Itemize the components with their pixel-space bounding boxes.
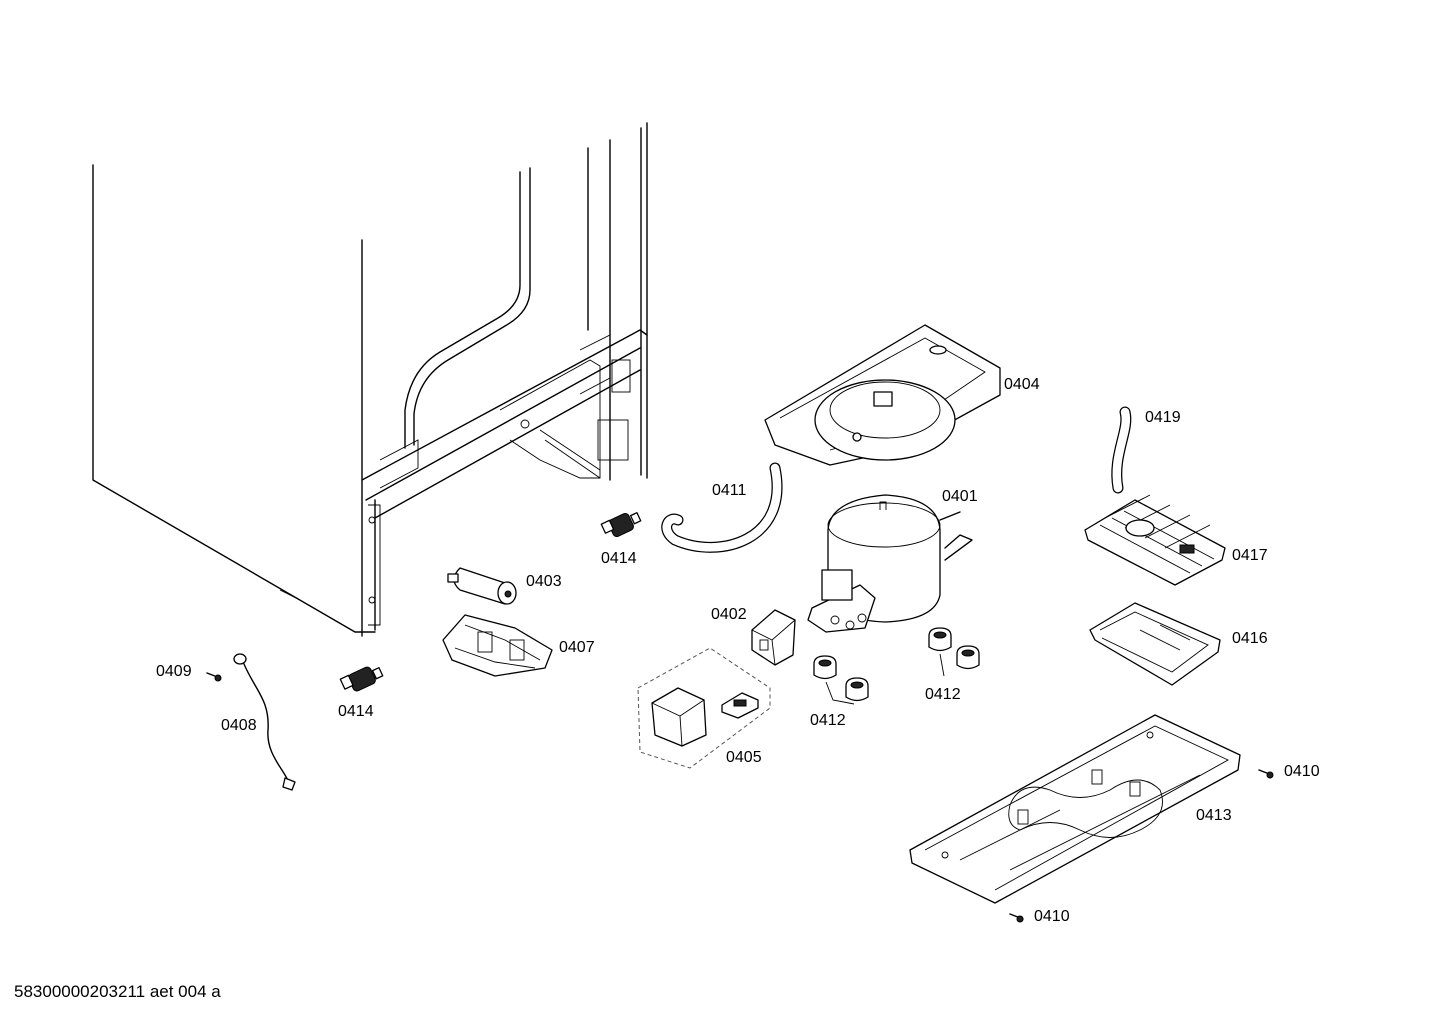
label-0413: 0413 <box>1196 807 1232 824</box>
label-0411: 0411 <box>712 482 747 499</box>
label-0412-right: 0412 <box>925 686 961 703</box>
label-0414-left: 0414 <box>338 703 374 720</box>
relay-cover-set <box>637 647 771 769</box>
screw-0409 <box>206 672 222 682</box>
document-id: 58300000203211 aet 004 a <box>14 982 221 1001</box>
capacitor-holder <box>442 614 553 677</box>
compressor <box>807 494 973 633</box>
label-0405: 0405 <box>726 749 762 766</box>
label-0402: 0402 <box>711 606 747 623</box>
evaporation-tray <box>1089 602 1221 686</box>
screw-0410-bottom <box>1009 913 1024 923</box>
cabinet-drawing <box>92 122 648 637</box>
rubber-feet-left <box>813 655 869 705</box>
label-0404: 0404 <box>1004 376 1040 393</box>
label-0417: 0417 <box>1232 547 1268 564</box>
label-0408: 0408 <box>221 717 257 734</box>
base-plate <box>909 714 1241 904</box>
evaporation-grid <box>1084 494 1226 586</box>
grommet-left <box>339 666 384 692</box>
label-0409: 0409 <box>156 663 192 680</box>
earth-wire <box>233 653 296 791</box>
capacitor <box>447 567 517 605</box>
grommet-top <box>600 512 642 537</box>
label-0407: 0407 <box>559 639 595 656</box>
hose <box>661 462 783 553</box>
start-relay <box>751 609 796 666</box>
label-0416: 0416 <box>1232 630 1268 647</box>
label-0412-left: 0412 <box>810 712 846 729</box>
label-0419: 0419 <box>1145 409 1181 426</box>
screw-0410-right <box>1258 769 1274 779</box>
label-0410-bottom: 0410 <box>1034 908 1070 925</box>
drain-tube <box>1111 406 1132 494</box>
rubber-feet-right <box>928 627 980 677</box>
label-0414-top: 0414 <box>601 550 637 567</box>
label-0403: 0403 <box>526 573 562 590</box>
compressor-tray <box>764 324 1001 466</box>
label-0410-right: 0410 <box>1284 763 1320 780</box>
label-0401: 0401 <box>942 488 978 505</box>
